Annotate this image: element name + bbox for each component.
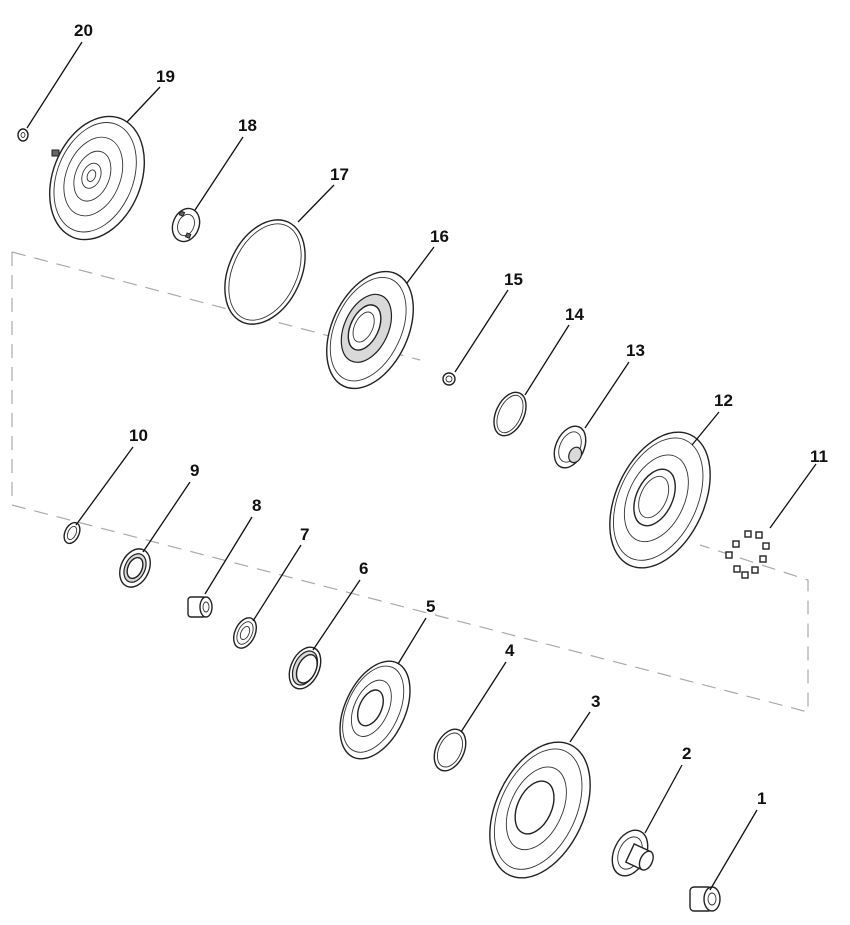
callout-10: 10 [129, 426, 148, 445]
callout-13: 13 [626, 341, 645, 360]
part-12-turbine [609, 431, 711, 569]
part-14-snap-ring [493, 391, 527, 437]
callout-16: 16 [430, 227, 449, 246]
callout-2: 2 [682, 744, 691, 763]
part-11-bolt-set [725, 530, 770, 579]
callout-12: 12 [714, 391, 733, 410]
part-16-piston-plate [326, 270, 414, 390]
callout-18: 18 [238, 116, 257, 135]
callout-7: 7 [300, 525, 309, 544]
part-4-snap-ring [433, 728, 467, 772]
callout-3: 3 [591, 692, 600, 711]
part-1-sleeve [689, 886, 721, 912]
part-9-seal-ring [119, 548, 151, 588]
callout-15: 15 [504, 270, 523, 289]
part-20-nut [17, 128, 29, 142]
part-6-ring [288, 646, 322, 690]
callout-11: 11 [810, 447, 828, 466]
part-8-bushing [187, 596, 213, 618]
callout-6: 6 [359, 559, 368, 578]
callout-4: 4 [505, 641, 515, 660]
part-3-impeller [489, 741, 591, 879]
part-15-bushing [442, 372, 456, 386]
part-17-o-ring [224, 219, 306, 325]
part-10-seal [63, 521, 81, 545]
part-5-stator [339, 660, 411, 760]
part-13-turbine-hub [553, 425, 587, 469]
callout-8: 8 [252, 496, 261, 515]
callout-9: 9 [190, 461, 199, 480]
part-18-thrust-washer [171, 207, 201, 243]
callout-17: 17 [330, 165, 349, 184]
callout-1: 1 [757, 789, 766, 808]
callout-19: 19 [156, 67, 175, 86]
callout-5: 5 [426, 597, 435, 616]
callout-14: 14 [565, 305, 584, 324]
part-19-converter-cover [48, 115, 146, 241]
callout-labels: 20 19 18 17 16 15 14 13 12 11 10 9 8 7 6… [74, 21, 828, 808]
callout-20: 20 [74, 21, 93, 40]
part-2-hub [611, 829, 654, 877]
leader-lines [26, 41, 817, 891]
part-7-bearing [232, 617, 258, 649]
